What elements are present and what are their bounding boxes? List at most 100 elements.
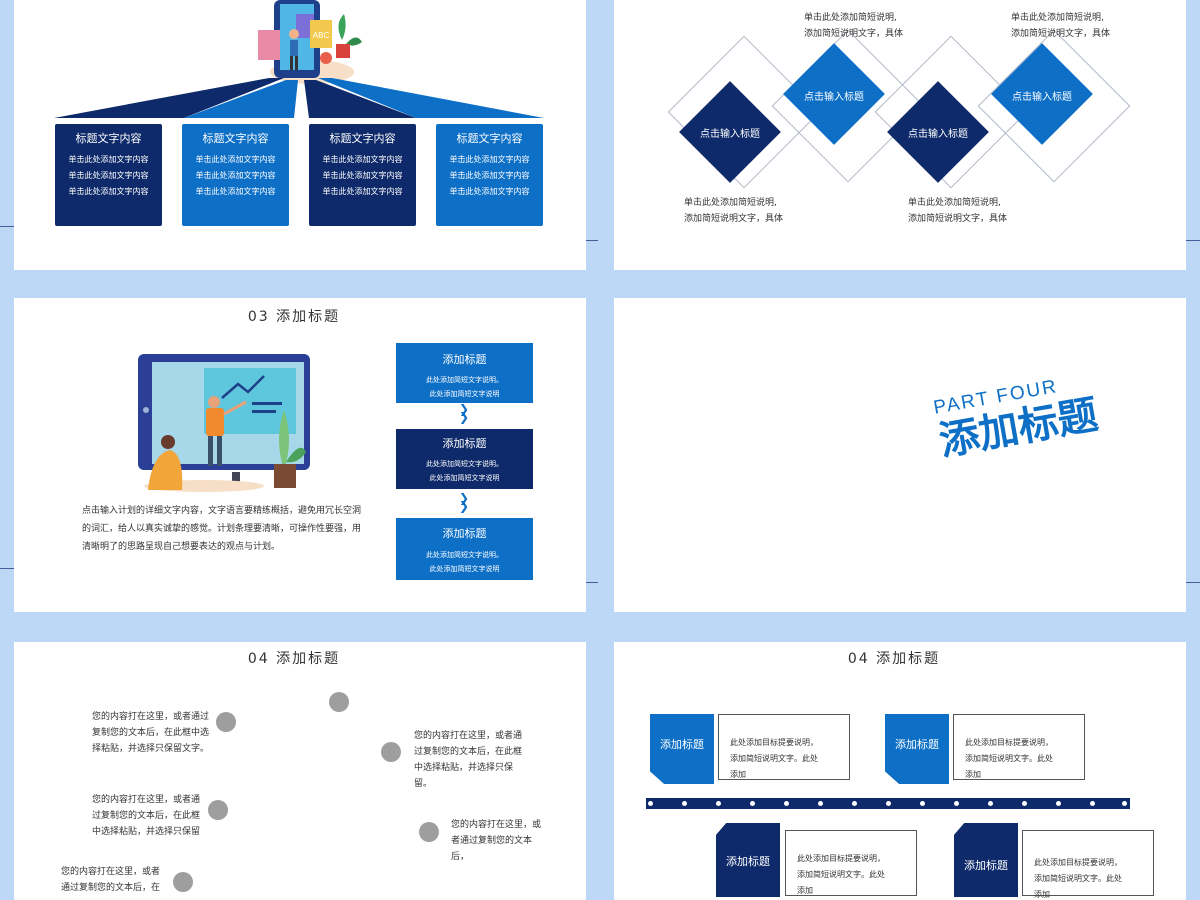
slide-3-title: 03 添加标题 bbox=[247, 309, 341, 325]
step-2: 添加标题 此处添加简短文字说明。 此处添加简短文字说明 bbox=[396, 429, 533, 489]
item-5-line-2: 者通过复制您的文本 bbox=[451, 836, 533, 846]
card-4-text-box: 此处添加目标提要说明， 添加简短说明文字。此处 添加 bbox=[1022, 830, 1154, 899]
note-bottom-2: 单击此处添加简短说明, 添加简短说明文字，具体 bbox=[908, 195, 1007, 227]
timeline-dot bbox=[1056, 801, 1061, 806]
dot-4 bbox=[208, 800, 228, 820]
paragraph-line-3: 清晰明了的思路呈现自己想要表达的观点与计划。 bbox=[82, 542, 281, 552]
item-1-line-2: 复制您的文本后，在此框中选 bbox=[92, 728, 210, 738]
note-bottom-1: 单击此处添加简短说明, 添加简短说明文字，具体 bbox=[684, 195, 783, 227]
step-1-title: 添加标题 bbox=[442, 353, 487, 366]
dot-6 bbox=[173, 872, 193, 892]
title-box-2: 标题文字内容 单击此处添加文字内容 单击此处添加文字内容 单击此处添加文字内容 bbox=[182, 124, 289, 226]
title-box-1-line-2: 单击此处添加文字内容 bbox=[68, 171, 149, 180]
edge-mark bbox=[0, 568, 14, 569]
slide-1: ABC 标题文字内容 单击此处添加文字内容 单击此处添加文字内容 单击此处添加文… bbox=[14, 0, 586, 270]
slide-3-paragraph: 点击输入计划的详细文字内容，文字语言要精练概括，避免用冗长空洞 的词汇，给人以真… bbox=[82, 502, 382, 556]
title-box-1-title: 标题文字内容 bbox=[75, 132, 142, 145]
card-3-label: 添加标题 bbox=[726, 855, 770, 868]
title-box-3-line-3: 单击此处添加文字内容 bbox=[322, 187, 403, 196]
card-3-label-box: 添加标题 bbox=[716, 823, 780, 897]
step-3-line-2: 此处添加简短文字说明 bbox=[429, 565, 500, 573]
card-4-line-3: 添加 bbox=[1034, 890, 1050, 899]
title-box-4: 标题文字内容 单击此处添加文字内容 单击此处添加文字内容 单击此处添加文字内容 bbox=[436, 124, 543, 226]
title-box-1: 标题文字内容 单击此处添加文字内容 单击此处添加文字内容 单击此处添加文字内容 bbox=[55, 124, 162, 226]
title-box-2-line-1: 单击此处添加文字内容 bbox=[195, 155, 276, 164]
title-box-2-line-2: 单击此处添加文字内容 bbox=[195, 171, 276, 180]
paragraph-line-2: 的词汇，给人以真实诚挚的感觉。计划条理要清晰，可操作性要强，用 bbox=[82, 524, 362, 534]
card-4-line-1: 此处添加目标提要说明， bbox=[1034, 858, 1122, 867]
timeline-dot bbox=[954, 801, 959, 806]
item-5-line-3: 后， bbox=[451, 852, 470, 862]
card-1-label: 添加标题 bbox=[660, 738, 704, 751]
edge-mark bbox=[586, 582, 598, 583]
item-4-line-2: 过复制您的文本后，在此框 bbox=[414, 747, 523, 757]
item-2-line-1: 您的内容打在这里，或者通 bbox=[92, 795, 201, 805]
note-top-1-line-2: 添加简短说明文字，具体 bbox=[804, 29, 904, 39]
item-2-line-3: 中选择粘贴，并选择只保留 bbox=[92, 827, 201, 837]
title-box-2-title: 标题文字内容 bbox=[202, 132, 269, 145]
edge-mark bbox=[586, 240, 598, 241]
title-box-4-line-3: 单击此处添加文字内容 bbox=[449, 187, 530, 196]
timeline-dot bbox=[920, 801, 925, 806]
note-bottom-1-line-1: 单击此处添加简短说明, bbox=[684, 198, 777, 208]
card-1-line-3: 添加 bbox=[730, 770, 746, 779]
slide-6-title: 04 添加标题 bbox=[847, 651, 941, 667]
item-4-line-1: 您的内容打在这里，或者通 bbox=[414, 731, 523, 741]
title-box-1-line-1: 单击此处添加文字内容 bbox=[68, 155, 149, 164]
note-bottom-2-line-1: 单击此处添加简短说明, bbox=[908, 198, 1001, 208]
card-4-label-box: 添加标题 bbox=[954, 823, 1018, 897]
step-3-line-1: 此处添加简短文字说明。 bbox=[426, 551, 503, 559]
card-2-label-box: 添加标题 bbox=[885, 714, 949, 784]
card-1-line-2: 添加简短说明文字。此处 bbox=[730, 754, 818, 763]
item-3-line-1: 您的内容打在这里，或者 bbox=[61, 867, 161, 877]
paragraph-line-1: 点击输入计划的详细文字内容，文字语言要精练概括，避免用冗长空洞 bbox=[82, 506, 362, 516]
note-top-1-line-1: 单击此处添加简短说明, bbox=[804, 13, 897, 23]
item-3-line-2: 通过复制您的文本后，在 bbox=[61, 883, 161, 893]
timeline-dot bbox=[716, 801, 721, 806]
card-3-text-box: 此处添加目标提要说明， 添加简短说明文字。此处 添加 bbox=[785, 830, 917, 896]
card-2-line-2: 添加简短说明文字。此处 bbox=[965, 754, 1053, 763]
card-2-line-1: 此处添加目标提要说明， bbox=[965, 738, 1053, 747]
diamond-2-label: 点击输入标题 bbox=[804, 92, 864, 103]
card-3-line-1: 此处添加目标提要说明， bbox=[797, 854, 885, 863]
slide-6: 04 添加标题 添加标题 此处添加目标提要说明， 添加简短说明文字。此处 添加 … bbox=[614, 642, 1186, 900]
note-bottom-2-line-2: 添加简短说明文字，具体 bbox=[908, 214, 1008, 224]
timeline-dot bbox=[784, 801, 789, 806]
slide-5-title: 04 添加标题 bbox=[247, 651, 341, 667]
item-1-line-3: 择粘贴，并选择只保留文字。 bbox=[92, 744, 210, 754]
card-4-line-2: 添加简短说明文字。此处 bbox=[1034, 874, 1122, 883]
slide-5: 04 添加标题 您的内容打在这里，或者通过 复制您的文本后，在此框中选 择粘贴，… bbox=[14, 642, 586, 900]
step-arrow-1: ❯❯ bbox=[458, 402, 470, 424]
timeline-dot bbox=[818, 801, 823, 806]
card-3-line-3: 添加 bbox=[797, 886, 813, 895]
timeline-dot bbox=[1122, 801, 1127, 806]
diamond-4-label: 点击输入标题 bbox=[1012, 92, 1072, 103]
content-item-5: 您的内容打在这里，或 者通过复制您的文本 后， bbox=[451, 817, 541, 865]
note-top-1: 单击此处添加简短说明, 添加简短说明文字，具体 bbox=[804, 10, 903, 42]
phone-sign-text: ABC bbox=[313, 31, 330, 40]
card-1-text-box: 此处添加目标提要说明， 添加简短说明文字。此处 添加 bbox=[718, 714, 850, 780]
edge-mark bbox=[1186, 240, 1200, 241]
title-box-2-line-3: 单击此处添加文字内容 bbox=[195, 187, 276, 196]
timeline-bar bbox=[646, 798, 1130, 809]
item-2-line-2: 过复制您的文本后，在此框 bbox=[92, 811, 201, 821]
card-1-label-box: 添加标题 bbox=[650, 714, 714, 784]
item-1-line-1: 您的内容打在这里，或者通过 bbox=[92, 712, 210, 722]
step-arrow-2: ❯❯ bbox=[458, 491, 470, 513]
dot-5 bbox=[419, 822, 439, 842]
step-2-line-1: 此处添加简短文字说明。 bbox=[426, 460, 503, 468]
phone-illustration: ABC bbox=[258, 0, 362, 84]
title-box-4-line-1: 单击此处添加文字内容 bbox=[449, 155, 530, 164]
step-1-line-2: 此处添加简短文字说明 bbox=[429, 390, 500, 398]
card-3-line-2: 添加简短说明文字。此处 bbox=[797, 870, 885, 879]
title-box-3-title: 标题文字内容 bbox=[329, 132, 396, 145]
fan-connector bbox=[54, 78, 544, 118]
step-2-line-2: 此处添加简短文字说明 bbox=[429, 474, 500, 482]
step-3: 添加标题 此处添加简短文字说明。 此处添加简短文字说明 bbox=[396, 518, 533, 580]
timeline-dot bbox=[750, 801, 755, 806]
title-box-3: 标题文字内容 单击此处添加文字内容 单击此处添加文字内容 单击此处添加文字内容 bbox=[309, 124, 416, 226]
diamond-3-label: 点击输入标题 bbox=[908, 129, 968, 140]
timeline-dot bbox=[1022, 801, 1027, 806]
timeline-dot bbox=[852, 801, 857, 806]
title-box-3-line-2: 单击此处添加文字内容 bbox=[322, 171, 403, 180]
